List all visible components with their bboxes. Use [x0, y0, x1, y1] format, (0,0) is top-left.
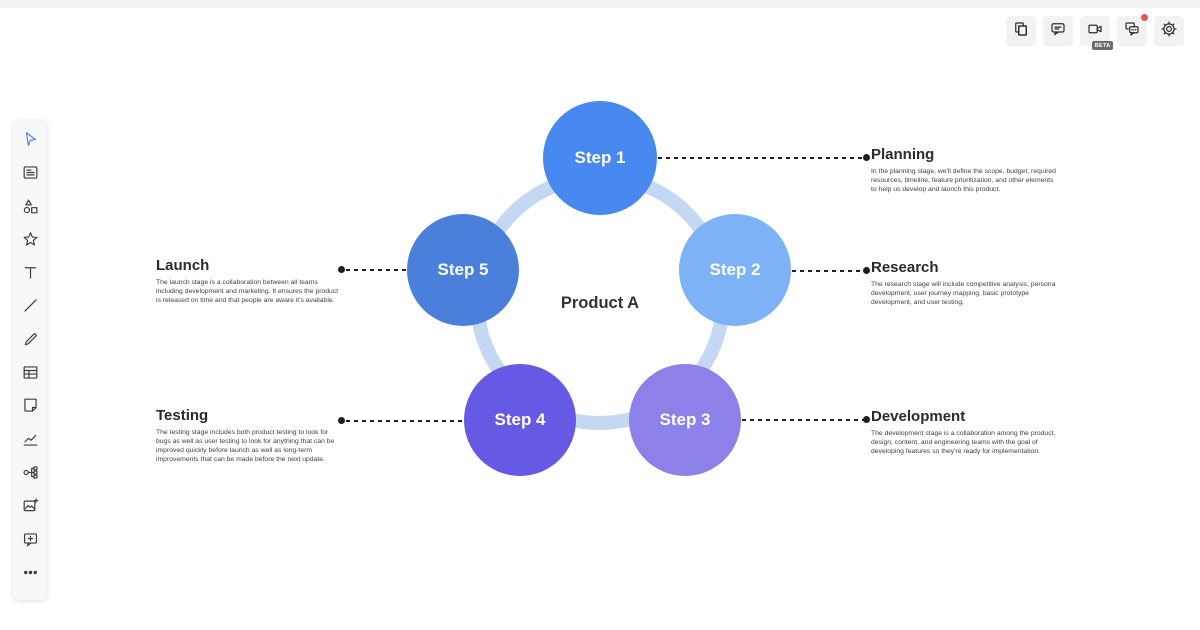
connector-dot-research — [863, 267, 870, 274]
sidebar-item-select-tool[interactable] — [18, 130, 42, 154]
table-icon — [21, 363, 40, 387]
step-2-circle[interactable]: Step 2 — [679, 214, 791, 326]
sidebar-item-sticky-note-tool[interactable] — [18, 396, 42, 420]
label-research-title: Research — [871, 259, 939, 276]
tool-sidebar — [13, 120, 47, 600]
connector-testing — [346, 420, 463, 422]
sidebar-item-pen-tool[interactable] — [18, 330, 42, 354]
connector-dot-testing — [338, 417, 345, 424]
step-3-circle[interactable]: Step 3 — [629, 364, 741, 476]
beta-badge: BETA — [1092, 41, 1113, 50]
comment-icon — [1049, 20, 1067, 43]
notification-dot — [1141, 14, 1148, 21]
label-development-description: The development stage is a collaboration… — [871, 429, 1056, 455]
chart-icon — [21, 430, 40, 454]
label-testing-title: Testing — [156, 407, 209, 424]
add-comment-icon — [21, 530, 40, 554]
sidebar-item-table-tool[interactable] — [18, 363, 42, 387]
text-icon — [21, 263, 40, 287]
label-development[interactable]: Development The development stage is a c… — [871, 408, 1067, 456]
sidebar-item-note-tool[interactable] — [18, 163, 42, 187]
connector-planning — [658, 157, 864, 159]
pages-icon — [1012, 20, 1030, 43]
sidebar-item-favorites-tool[interactable] — [18, 230, 42, 254]
connector-dot-launch — [338, 266, 345, 273]
chat-icon — [1123, 20, 1141, 43]
label-research-description: The research stage will include competit… — [871, 280, 1056, 306]
add-image-icon — [21, 496, 40, 520]
sidebar-item-mindmap-tool[interactable] — [18, 463, 42, 487]
settings-gear-icon — [1160, 20, 1178, 43]
diagram-center-label[interactable]: Product A — [560, 294, 640, 312]
mindmap-icon — [21, 463, 40, 487]
pen-icon — [21, 330, 40, 354]
pages-button[interactable] — [1006, 16, 1036, 46]
star-icon — [21, 230, 40, 254]
connector-dot-development — [863, 416, 870, 423]
video-button[interactable]: BETA — [1080, 16, 1113, 50]
sidebar-item-more-tools[interactable] — [18, 563, 42, 587]
shapes-icon — [21, 197, 40, 221]
comment-button[interactable] — [1043, 16, 1073, 46]
cursor-select-icon — [21, 130, 40, 154]
label-testing[interactable]: Testing The testing stage includes both … — [156, 407, 346, 464]
chat-button[interactable] — [1117, 14, 1148, 46]
connector-dot-planning — [863, 154, 870, 161]
connector-research — [792, 270, 864, 272]
top-strip — [0, 0, 1200, 8]
sidebar-item-line-tool[interactable] — [18, 296, 42, 320]
label-launch[interactable]: Launch The launch stage is a collaborati… — [156, 257, 346, 305]
label-planning-description: In the planning stage, we'll define the … — [871, 167, 1056, 193]
step-4-circle[interactable]: Step 4 — [464, 364, 576, 476]
label-research[interactable]: Research The research stage will include… — [871, 259, 1067, 307]
more-icon — [21, 563, 40, 587]
sidebar-item-text-tool[interactable] — [18, 263, 42, 287]
step-5-circle[interactable]: Step 5 — [407, 214, 519, 326]
step-1-circle[interactable]: Step 1 — [543, 101, 657, 215]
sidebar-item-shapes-tool[interactable] — [18, 197, 42, 221]
connector-development — [742, 419, 864, 421]
connector-launch — [346, 269, 406, 271]
video-camera-icon — [1086, 20, 1104, 43]
label-launch-description: The launch stage is a collaboration betw… — [156, 278, 339, 304]
sidebar-item-add-comment-tool[interactable] — [18, 530, 42, 554]
sidebar-item-chart-tool[interactable] — [18, 430, 42, 454]
note-icon — [21, 163, 40, 187]
label-planning-title: Planning — [871, 146, 935, 163]
label-planning[interactable]: Planning In the planning stage, we'll de… — [871, 146, 1067, 194]
sticky-note-icon — [21, 396, 40, 420]
label-launch-title: Launch — [156, 257, 210, 274]
settings-button[interactable] — [1154, 16, 1184, 46]
line-icon — [21, 296, 40, 320]
label-testing-description: The testing stage includes both product … — [156, 428, 335, 464]
top-toolbar: BETA — [1006, 14, 1184, 50]
sidebar-item-add-image-tool[interactable] — [18, 496, 42, 520]
label-development-title: Development — [871, 408, 966, 425]
